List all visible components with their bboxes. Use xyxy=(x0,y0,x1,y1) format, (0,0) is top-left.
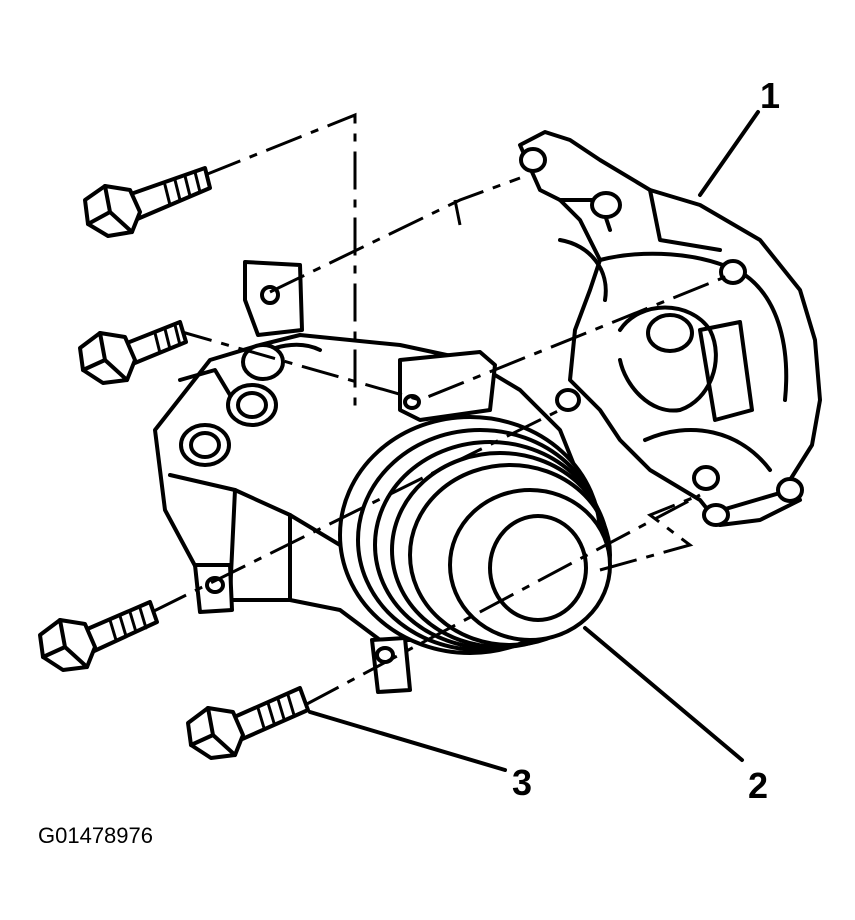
bolt-upper xyxy=(83,166,212,238)
figure-id: G01478976 xyxy=(38,823,153,848)
bolt-bottom xyxy=(186,686,310,760)
callout-1: 1 xyxy=(760,75,780,116)
leader-line-1 xyxy=(698,110,760,197)
leader-lines xyxy=(308,110,760,772)
bolt-lower xyxy=(38,600,159,672)
mounting-bolts xyxy=(38,166,310,760)
alignment-lines xyxy=(151,112,731,707)
callout-2: 2 xyxy=(748,765,768,806)
compressor-pulley xyxy=(338,415,612,655)
leader-line-2 xyxy=(583,626,744,762)
bolt-middle xyxy=(78,320,188,385)
bracket-holes xyxy=(519,147,804,527)
callout-3: 3 xyxy=(512,762,532,803)
leader-line-3 xyxy=(308,710,507,772)
